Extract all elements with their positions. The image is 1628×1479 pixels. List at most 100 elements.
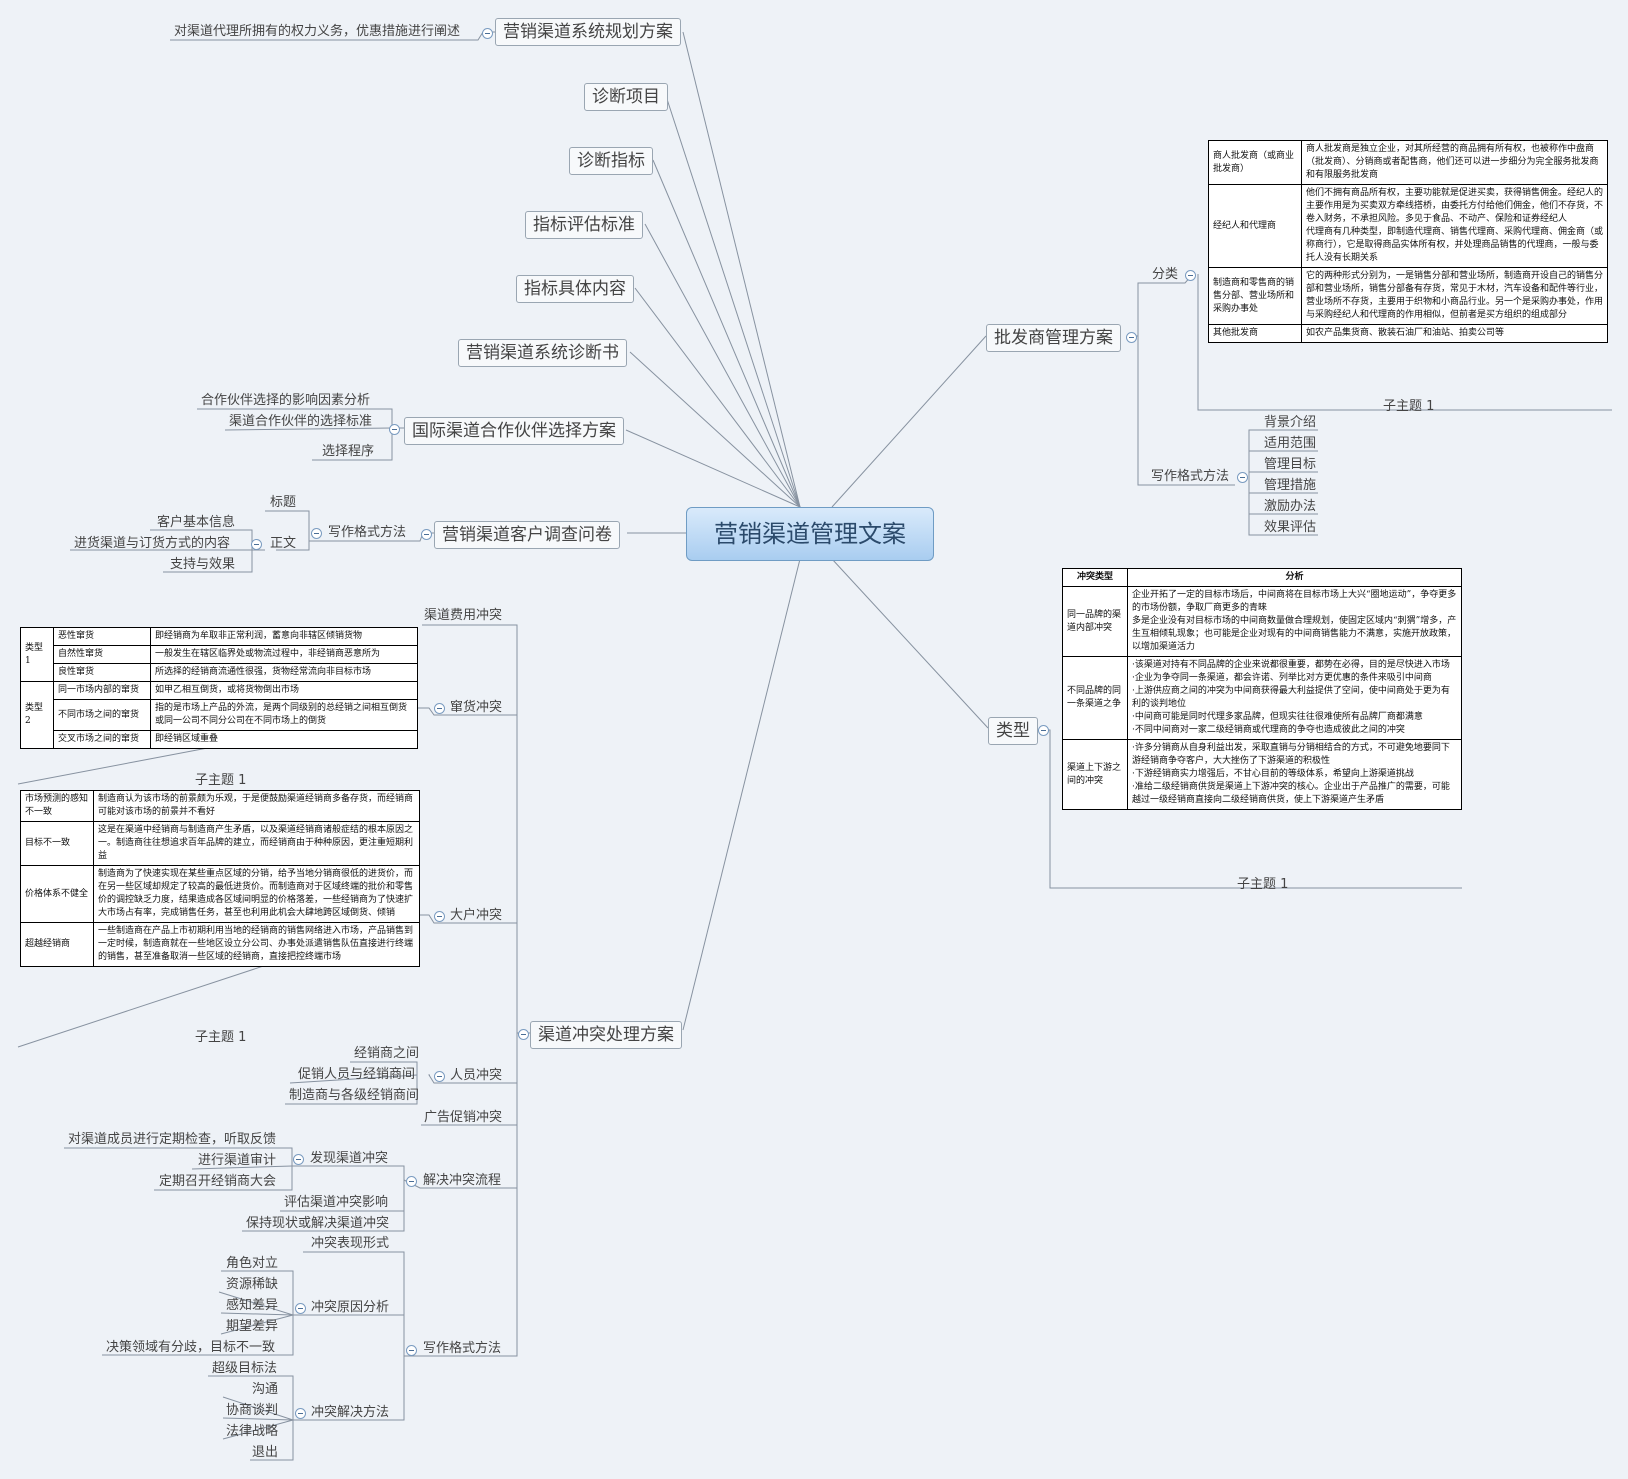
conflict-fee[interactable]: 渠道费用冲突	[424, 608, 503, 623]
survey-writing-method[interactable]: 写作格式方法	[328, 525, 407, 540]
wholesale-write-child-2[interactable]: 适用范围	[1264, 436, 1317, 451]
write-form[interactable]: 冲突表现形式	[311, 1236, 390, 1251]
discover-child-2[interactable]: 进行渠道审计	[198, 1153, 277, 1168]
collapse-toggle-icon[interactable]	[434, 911, 445, 922]
smuggle-caption[interactable]: 子主题 1	[195, 773, 247, 788]
types-caption[interactable]: 子主题 1	[1237, 877, 1289, 892]
header-cell: 冲突类型	[1062, 568, 1128, 587]
cause-child-2[interactable]: 资源稀缺	[226, 1277, 279, 1292]
solve-child-4[interactable]: 法律战略	[226, 1424, 279, 1439]
wholesale-write-child-1[interactable]: 背景介绍	[1264, 415, 1317, 430]
cell: 良性窜货	[53, 663, 151, 682]
cell: 如农产品集货商、散装石油厂和油站、拍卖公司等	[1301, 324, 1608, 343]
topic-diagnosis-item[interactable]: 诊断项目	[584, 83, 668, 111]
cell: 价格体系不健全	[20, 865, 94, 923]
topic-index-content[interactable]: 指标具体内容	[516, 275, 634, 303]
cell: 不同市场之间的窜货	[53, 699, 151, 731]
topic-types[interactable]: 类型	[988, 717, 1038, 745]
collapse-toggle-icon[interactable]	[1038, 725, 1049, 736]
collapse-toggle-icon[interactable]	[295, 1303, 306, 1314]
header-cell: 分析	[1127, 568, 1462, 587]
cell: 所选择的经销商流通性很强，货物经常流向非目标市场	[150, 663, 418, 682]
staff-child-2[interactable]: 促销人员与经销商间	[298, 1067, 416, 1082]
conflict-ad[interactable]: 广告促销冲突	[424, 1110, 503, 1125]
cell: 商人批发商（或商业批发商）	[1208, 140, 1302, 185]
collapse-toggle-icon[interactable]	[293, 1154, 304, 1165]
discover-child-1[interactable]: 对渠道成员进行定期检查，听取反馈	[68, 1132, 277, 1147]
collapse-toggle-icon[interactable]	[389, 424, 400, 435]
wholesale-classify[interactable]: 分类	[1152, 267, 1179, 282]
solve-child-2[interactable]: 沟通	[252, 1382, 279, 1397]
collapse-toggle-icon[interactable]	[434, 1071, 445, 1082]
wholesale-write-child-4[interactable]: 管理措施	[1264, 478, 1317, 493]
topic-conflict-handling[interactable]: 渠道冲突处理方案	[530, 1021, 682, 1049]
topic-diagnosis-index[interactable]: 诊断指标	[569, 147, 653, 175]
root-topic[interactable]: 营销渠道管理文案	[686, 507, 934, 561]
staff-child-3[interactable]: 制造商与各级经销商间	[289, 1088, 420, 1103]
resolve-keep[interactable]: 保持现状或解决渠道冲突	[246, 1216, 390, 1231]
conflict-resolve-flow[interactable]: 解决冲突流程	[423, 1173, 502, 1188]
survey-body-child-1[interactable]: 客户基本信息	[157, 515, 236, 530]
wholesale-write-child-5[interactable]: 激励办法	[1264, 499, 1317, 514]
conflict-staff[interactable]: 人员冲突	[450, 1068, 503, 1083]
cause-child-4[interactable]: 期望差异	[226, 1319, 279, 1334]
resolve-discover[interactable]: 发现渠道冲突	[310, 1151, 389, 1166]
collapse-toggle-icon[interactable]	[406, 1345, 417, 1356]
solve-child-1[interactable]: 超级目标法	[212, 1361, 278, 1376]
plan-detail[interactable]: 对渠道代理所拥有的权力义务，优惠措施进行阐述	[174, 24, 461, 39]
wholesale-table: 商人批发商（或商业批发商） 商人批发商是独立企业，对其所经营的商品拥有所有权，也…	[1208, 140, 1608, 343]
collapse-toggle-icon[interactable]	[406, 1176, 417, 1187]
collapse-toggle-icon[interactable]	[311, 528, 322, 539]
cell: 企业开拓了一定的目标市场后，中间商将在目标市场上大兴“圈地运动”，争夺更多的市场…	[1127, 586, 1462, 657]
wholesale-write-child-6[interactable]: 效果评估	[1264, 520, 1317, 535]
collapse-toggle-icon[interactable]	[421, 529, 432, 540]
wholesale-writing-method[interactable]: 写作格式方法	[1151, 469, 1230, 484]
cause-child-5[interactable]: 决策领域有分歧，目标不一致	[106, 1340, 276, 1355]
survey-title[interactable]: 标题	[270, 495, 297, 510]
collapse-toggle-icon[interactable]	[295, 1408, 306, 1419]
collapse-toggle-icon[interactable]	[1126, 332, 1137, 343]
solve-child-5[interactable]: 退出	[252, 1445, 279, 1460]
conflict-smuggle[interactable]: 窜货冲突	[450, 700, 503, 715]
cell: 恶性窜货	[53, 627, 151, 646]
spoke-diag-item	[665, 95, 801, 508]
intl-child-1[interactable]: 合作伙伴选择的影响因素分析	[201, 393, 371, 408]
spoke-wholesale	[831, 335, 987, 508]
topic-customer-survey[interactable]: 营销渠道客户调查问卷	[434, 521, 620, 549]
solve-child-3[interactable]: 协商谈判	[226, 1403, 279, 1418]
wholesale-caption[interactable]: 子主题 1	[1383, 399, 1435, 414]
topic-index-standard[interactable]: 指标评估标准	[525, 211, 643, 239]
staff-child-1[interactable]: 经销商之间	[354, 1046, 420, 1061]
discover-child-3[interactable]: 定期召开经销商大会	[159, 1174, 277, 1189]
collapse-toggle-icon[interactable]	[1185, 270, 1196, 281]
cause-child-3[interactable]: 感知差异	[226, 1298, 279, 1313]
topic-diagnosis-book[interactable]: 营销渠道系统诊断书	[458, 339, 627, 367]
survey-body-child-3[interactable]: 支持与效果	[170, 557, 236, 572]
write-solve[interactable]: 冲突解决方法	[311, 1405, 390, 1420]
survey-body-child-2[interactable]: 进货渠道与订货方式的内容	[74, 536, 231, 551]
topic-system-plan[interactable]: 营销渠道系统规划方案	[495, 18, 681, 46]
intl-child-2[interactable]: 渠道合作伙伴的选择标准	[229, 414, 373, 429]
wholesale-write-child-3[interactable]: 管理目标	[1264, 457, 1317, 472]
survey-body[interactable]: 正文	[270, 536, 297, 551]
collapse-toggle-icon[interactable]	[251, 539, 262, 550]
topic-intl-partner[interactable]: 国际渠道合作伙伴选择方案	[404, 417, 624, 445]
conflict-big-customer[interactable]: 大户冲突	[450, 908, 503, 923]
cell: 市场预测的感知不一致	[20, 790, 94, 822]
spoke-types	[831, 558, 989, 729]
resolve-evaluate[interactable]: 评估渠道冲突影响	[284, 1195, 389, 1210]
collapse-toggle-icon[interactable]	[1237, 472, 1248, 483]
types-table: 冲突类型 分析 同一品牌的渠道内部冲突 企业开拓了一定的目标市场后，中间商将在目…	[1062, 568, 1462, 810]
write-cause[interactable]: 冲突原因分析	[311, 1300, 390, 1315]
cell: 商人批发商是独立企业，对其所经营的商品拥有所有权，也被称作中盘商（批发商）、分销…	[1301, 140, 1608, 185]
collapse-toggle-icon[interactable]	[482, 28, 493, 39]
intl-child-3[interactable]: 选择程序	[322, 444, 375, 459]
cause-child-1[interactable]: 角色对立	[226, 1256, 279, 1271]
conflict-writing-method[interactable]: 写作格式方法	[423, 1341, 502, 1356]
collapse-toggle-icon[interactable]	[434, 703, 445, 714]
big-customer-caption[interactable]: 子主题 1	[195, 1030, 247, 1045]
topic-wholesale[interactable]: 批发商管理方案	[986, 324, 1121, 352]
cell: 不同品牌的同一条渠道之争	[1062, 656, 1128, 740]
cell: ·该渠道对持有不同品牌的企业来说都很重要，都势在必得，目的是尽快进入市场 ·企业…	[1127, 656, 1462, 740]
collapse-toggle-icon[interactable]	[518, 1029, 529, 1040]
